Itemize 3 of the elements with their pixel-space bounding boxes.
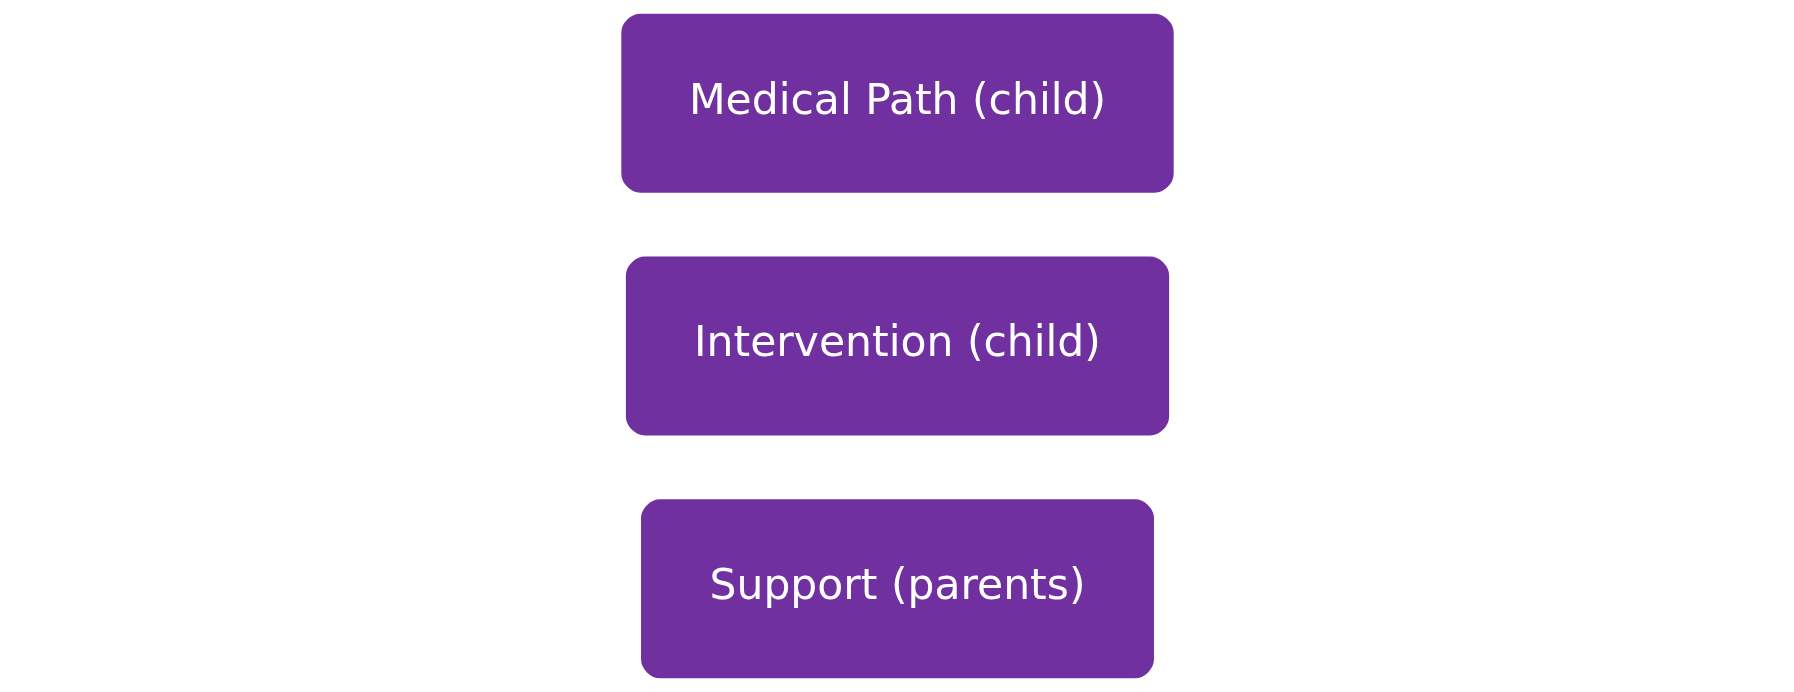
node-box: Support (parents) [640, 499, 1154, 679]
node-box: Medical Path (child) [620, 13, 1174, 193]
node-box: Intervention (child) [625, 256, 1169, 436]
